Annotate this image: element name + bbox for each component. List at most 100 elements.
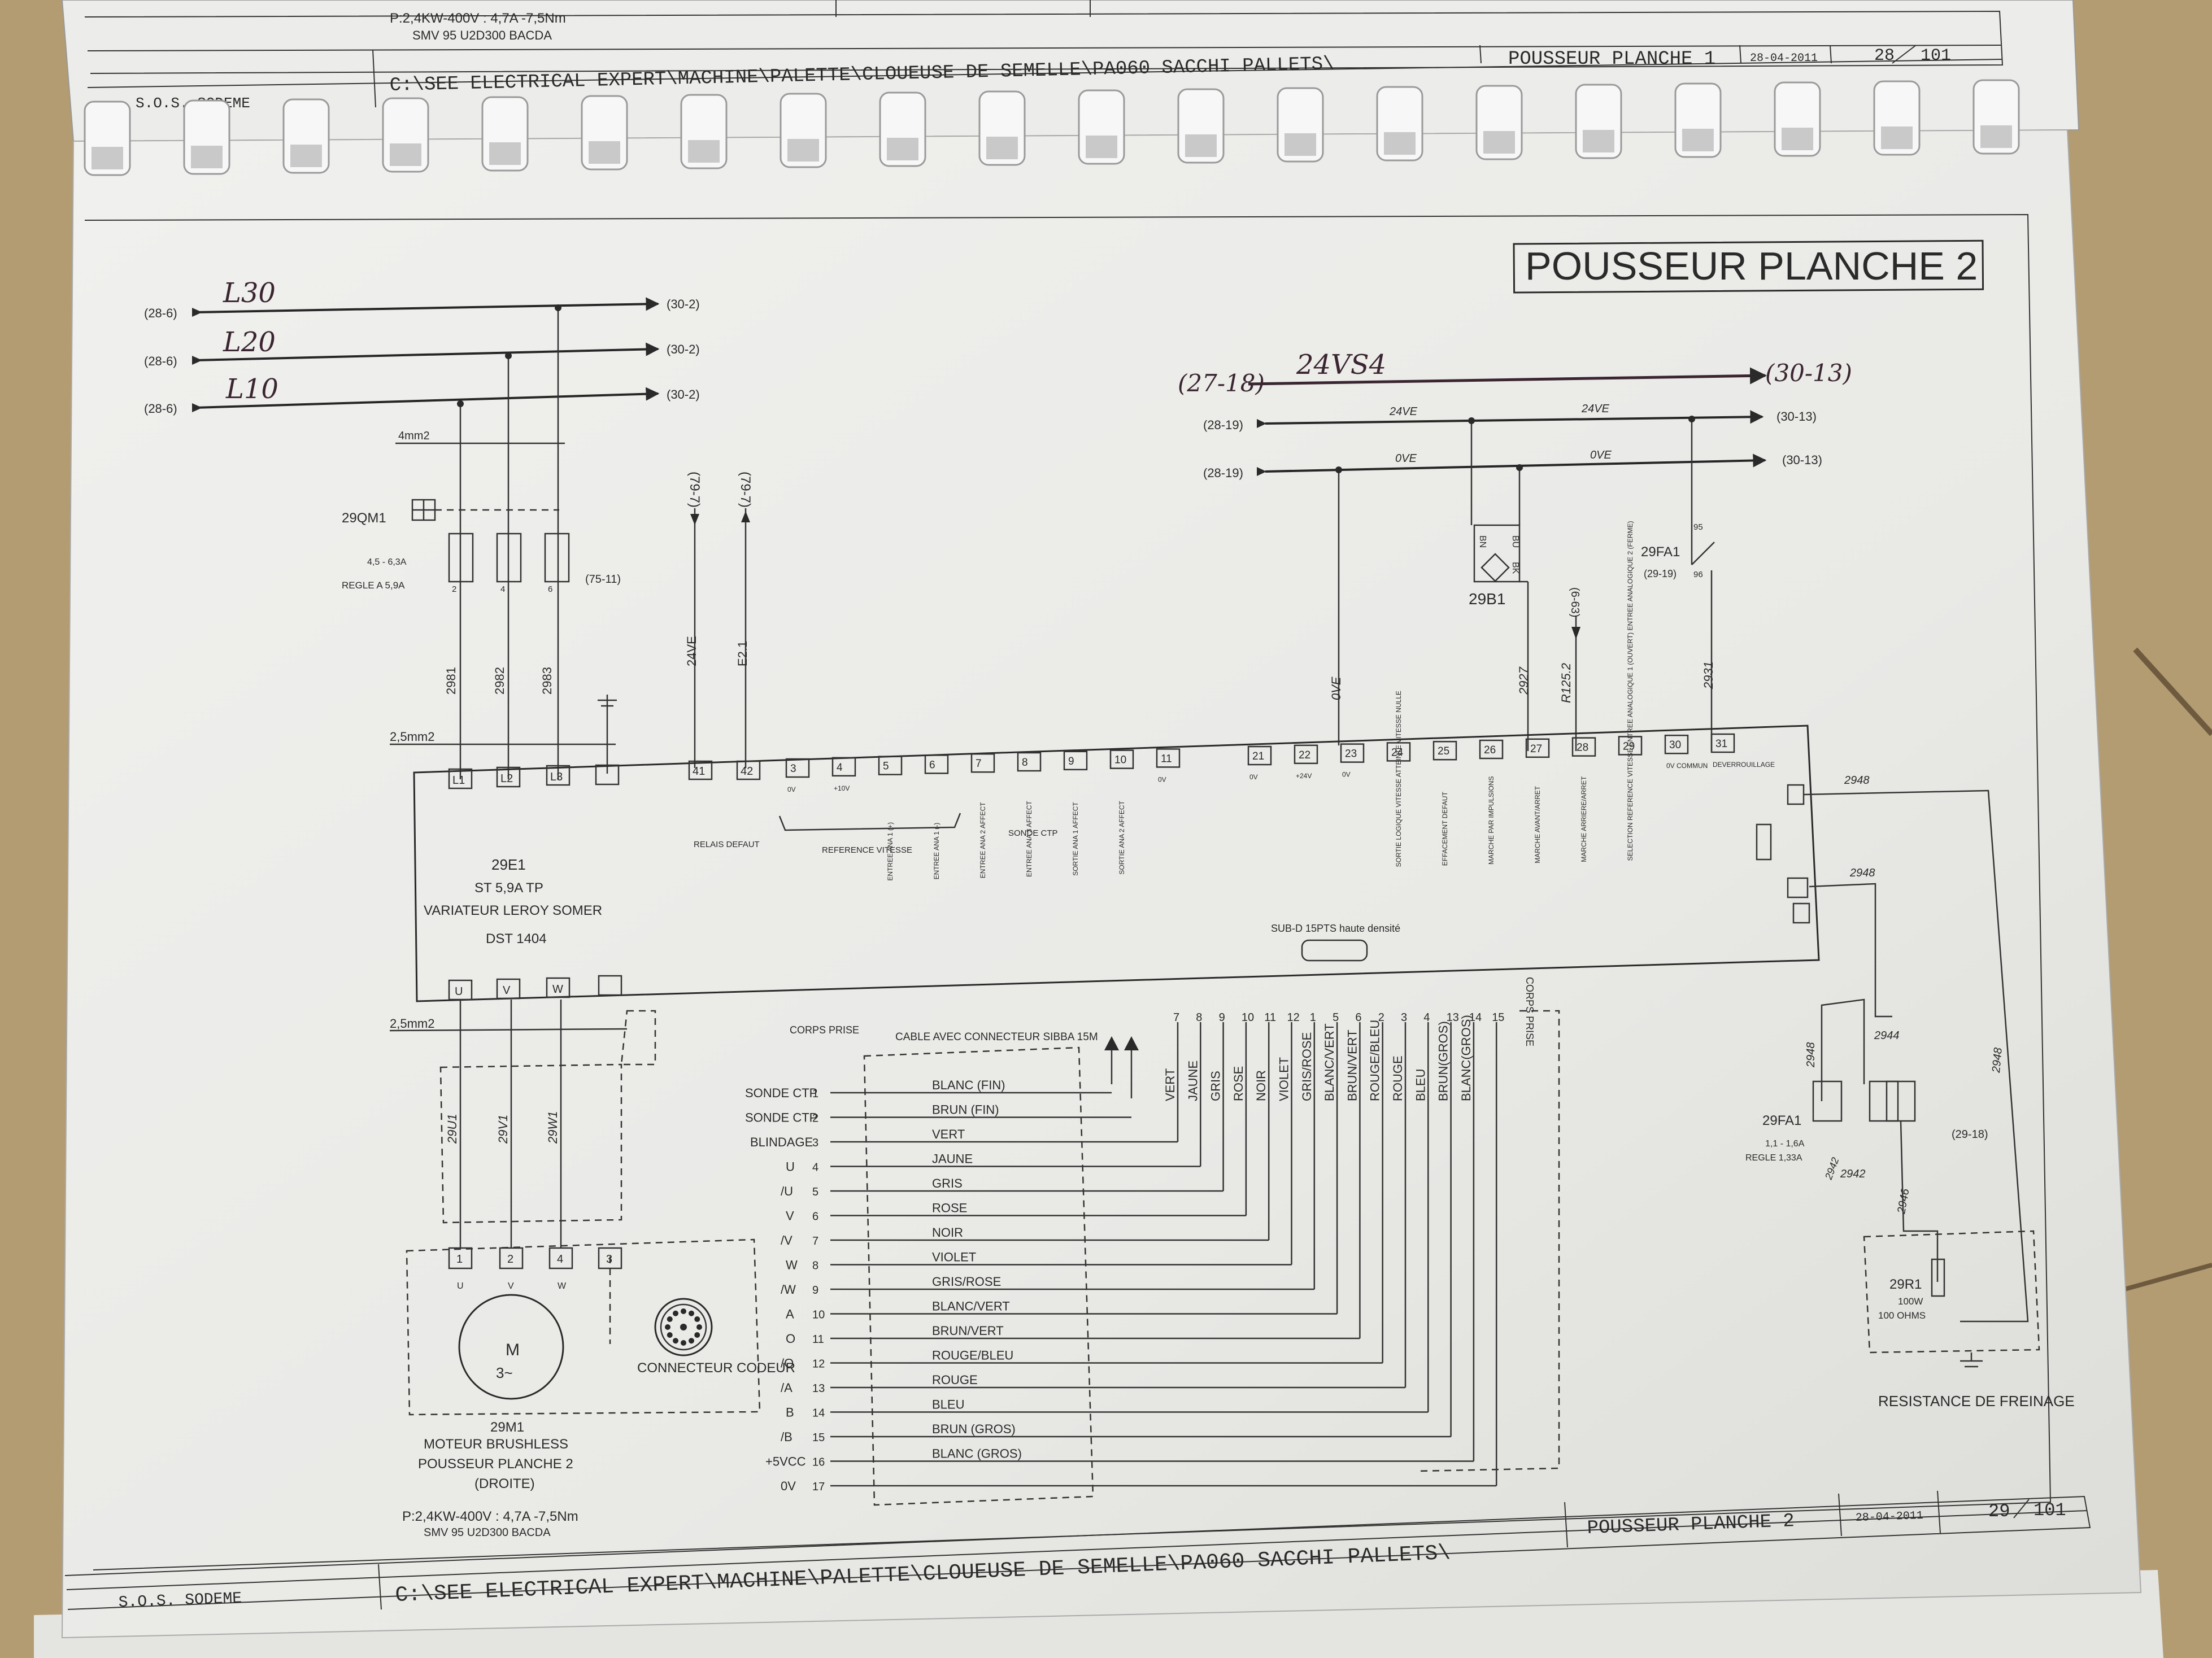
- cable-color-label: BLANC (FIN): [932, 1078, 1005, 1092]
- breaker-ref: (75-11): [585, 573, 621, 586]
- binding-rings: [84, 79, 2020, 176]
- brake-resistor-ohms: 100 OHMS: [1878, 1310, 1926, 1321]
- control-terminal-box: [1479, 739, 1504, 760]
- subd-pin-number: 13: [1447, 1011, 1459, 1024]
- cable-signal-label: SONDE CTP: [745, 1111, 817, 1125]
- subd-color-label: GRIS: [1209, 1071, 1223, 1101]
- control-terminal-label: MARCHE ARRIERE/ARRET: [1580, 776, 1588, 862]
- cable-signal-label: BLINDAGE: [750, 1135, 813, 1149]
- ring-hole: [1881, 126, 1913, 149]
- brake-wire-2944: 2944: [1874, 1029, 1900, 1042]
- control-terminal-label: SELECTION REFERENCE VITESSE ENTREE ANALO…: [1626, 521, 1634, 861]
- ring-hole: [1185, 134, 1217, 157]
- breaker-term-6: 6: [548, 584, 552, 594]
- encoder-connector-icon: [654, 1298, 713, 1356]
- brake-fuse-ref: (29-18): [1952, 1128, 1988, 1141]
- subd-pin-number: 7: [1173, 1011, 1179, 1024]
- cable-color-label: BLANC (GROS): [932, 1447, 1022, 1461]
- encoder-pin: [689, 1310, 694, 1316]
- relay-terminal-41: 41: [693, 765, 705, 778]
- footer-page-total: 101: [2034, 1500, 2066, 1521]
- control-terminal-10: 10: [1114, 754, 1126, 766]
- control-terminal-label: SORTIE ANA 1 AFFECT: [1072, 802, 1079, 876]
- cable-pin-number: 17: [812, 1481, 825, 1493]
- braking-circuit: 2948 2948 29FA1 1,1 - 1,6A REGLE 1,33A (…: [1745, 774, 2075, 1410]
- cable-color-label: ROUGE: [932, 1373, 978, 1387]
- subd-color-label: GRIS/ROSE: [1300, 1032, 1314, 1101]
- control-terminal-box: [1063, 751, 1088, 771]
- power-ref-out-2: (30-2): [667, 342, 700, 356]
- subd-color-label: JAUNE: [1186, 1061, 1200, 1101]
- subd-pin-number: 5: [1333, 1011, 1339, 1024]
- subd-pin-number: 12: [1287, 1011, 1300, 1024]
- output-terminal-v: V: [503, 984, 511, 997]
- motor-terminal-1: 1: [456, 1253, 463, 1266]
- ring-hole: [887, 138, 918, 160]
- breaker-range: 4,5 - 6,3A: [367, 557, 407, 567]
- cable-signal-label: /A: [781, 1381, 793, 1395]
- drive-ctp-group-label: SONDE CTP: [1008, 828, 1058, 838]
- cable-color-label: GRIS/ROSE: [932, 1275, 1001, 1289]
- encoder-pin: [681, 1308, 686, 1314]
- drive-ground-terminal: [595, 764, 620, 786]
- motor-terminal-box: [548, 1247, 573, 1269]
- subd-color-label: VERT: [1163, 1068, 1177, 1101]
- cable-signal-label: A: [786, 1307, 794, 1321]
- wire-0ve: 0VE: [1329, 677, 1343, 700]
- cable-pin-number: 3: [812, 1137, 818, 1149]
- ring-hole: [390, 143, 421, 166]
- control-terminal-8: 8: [1022, 757, 1028, 769]
- brake-wire-top-2: 2948: [1849, 867, 1875, 879]
- cable-pin-number: 7: [812, 1235, 818, 1247]
- fuse-29fa1-id: 29FA1: [1641, 544, 1680, 560]
- footer-date: 28-04-2011: [1855, 1509, 1923, 1525]
- control-terminal-28: 28: [1577, 742, 1588, 754]
- sensor-id: 29B1: [1469, 590, 1505, 608]
- wire-2983: 2983: [540, 667, 554, 695]
- encoder-pin: [681, 1340, 686, 1346]
- encoder-pin: [665, 1324, 670, 1330]
- subd-pin-number: 4: [1423, 1011, 1430, 1024]
- top-motor-ref: SMV 95 U2D300 BACDA: [412, 28, 552, 42]
- relay-wire-24ve: 24VE: [685, 636, 699, 666]
- subd-color-label: VIOLET: [1277, 1057, 1291, 1101]
- control-terminal-label: EFFACEMENT DEFAUT: [1441, 791, 1449, 866]
- control-terminal-label: +10V: [834, 784, 850, 792]
- ring-hole: [1086, 136, 1117, 158]
- relay-wires: (79-7) (79-7) 24VE E2.1: [685, 472, 753, 768]
- cable-signal-label: +5VCC: [765, 1455, 806, 1469]
- supply-hand-ref-out: (30-13): [1765, 359, 1852, 387]
- top-page-total: 101: [1921, 46, 1951, 66]
- control-terminal-label: MARCHE AVANT/ARRET: [1534, 786, 1542, 863]
- motor-desc2: POUSSEUR PLANCHE 2: [418, 1456, 573, 1472]
- power-hand-l30: L30: [223, 277, 276, 309]
- cable-color-label: BLANC/VERT: [932, 1299, 1010, 1314]
- control-terminal-3: 3: [790, 763, 796, 775]
- subd-color-label: NOIR: [1254, 1070, 1268, 1101]
- rail-2-label-b: 0VE: [1590, 449, 1612, 461]
- cable-pin-number: 10: [812, 1309, 825, 1321]
- motor-symbol: M: [506, 1341, 520, 1359]
- motor-phase-letter-w: W: [558, 1281, 567, 1291]
- control-terminal-box: [785, 758, 810, 778]
- motor-phase-letter-u: U: [457, 1281, 464, 1291]
- control-terminal-23: 23: [1345, 748, 1357, 760]
- drive-desc: VARIATEUR LEROY SOMER: [424, 903, 602, 918]
- breaker-id: 29QM1: [342, 511, 386, 526]
- encoder-pin: [667, 1332, 673, 1338]
- cable-color-label: ROSE: [932, 1201, 967, 1215]
- drive-model: ST 5,9A TP: [474, 880, 543, 896]
- cable-signal-label: /U: [781, 1184, 793, 1198]
- ring-hole: [1284, 133, 1316, 156]
- control-terminal-4: 4: [837, 762, 843, 774]
- cable-pin-number: 14: [812, 1407, 825, 1420]
- control-terminal-label: ENTREE ANA 1 (+): [886, 822, 894, 881]
- subd-color-label: ROSE: [1231, 1066, 1246, 1101]
- ring-hole: [92, 147, 123, 169]
- wire-2982: 2982: [493, 667, 507, 695]
- control-terminal-label: +24V: [1296, 772, 1312, 780]
- brake-wire-top-1: 2948: [1844, 774, 1870, 787]
- rail-1-ref-out: (30-13): [1776, 409, 1817, 424]
